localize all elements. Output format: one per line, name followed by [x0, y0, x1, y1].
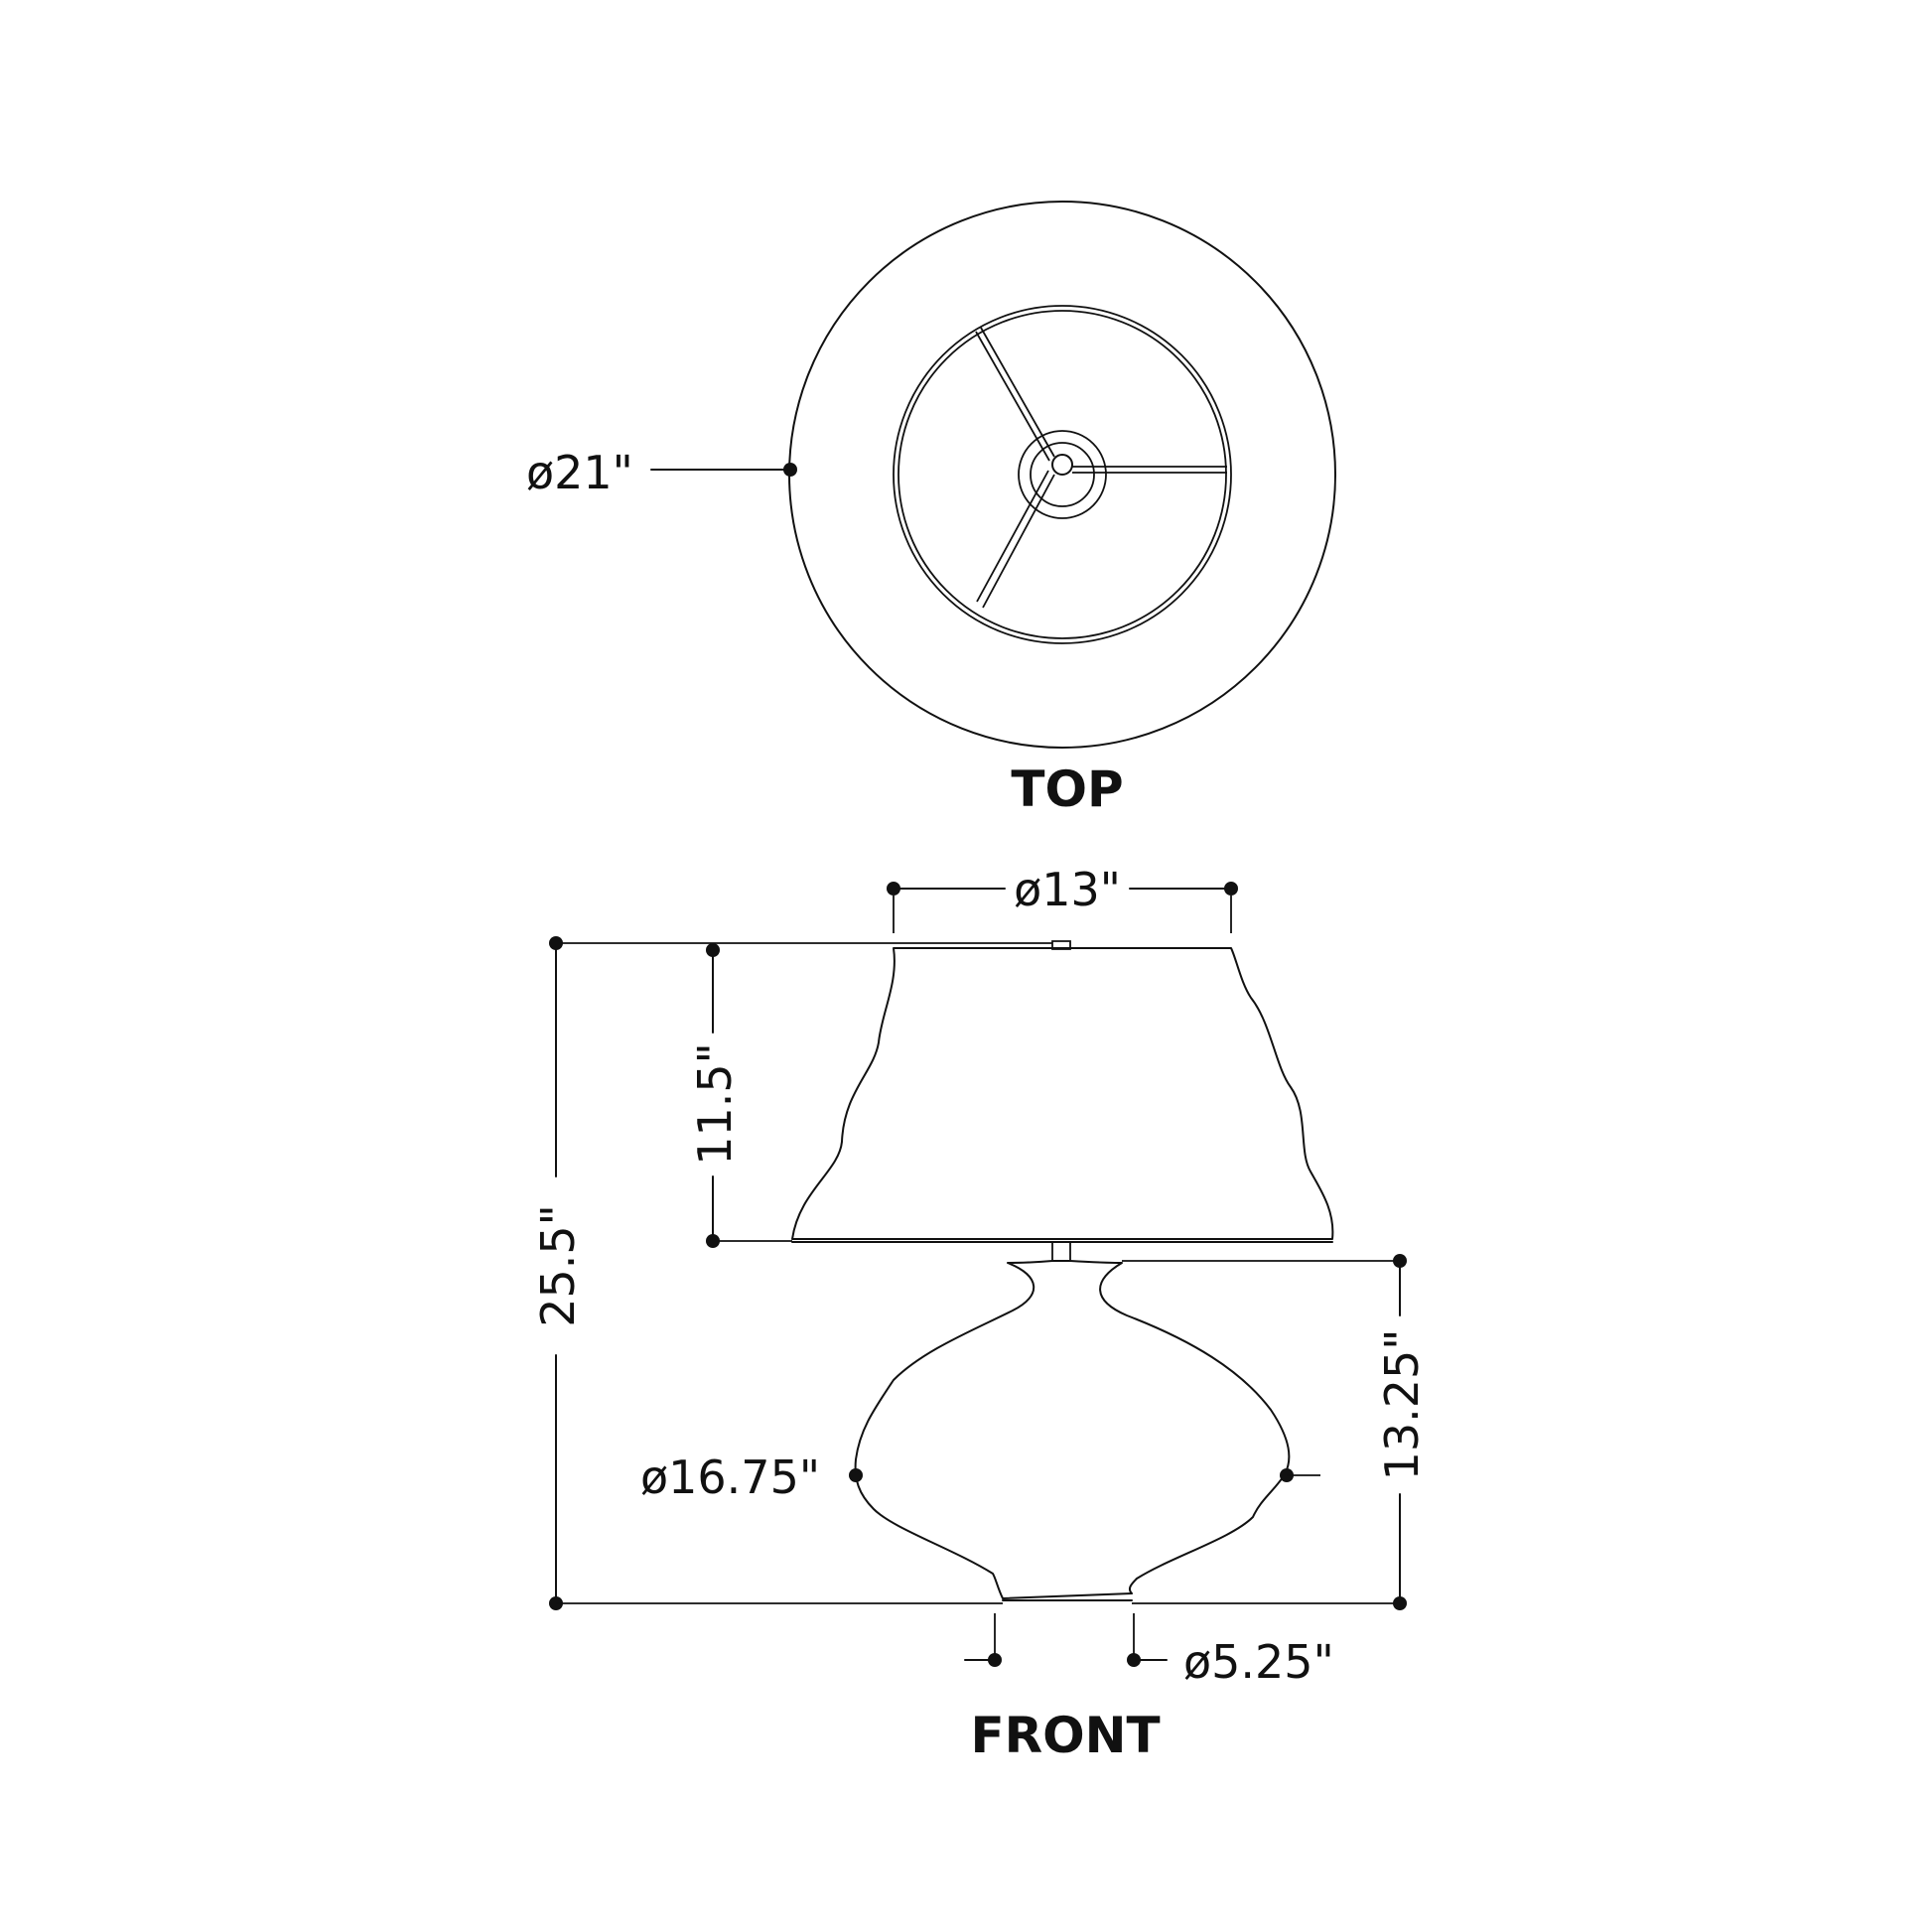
- foot-diameter-dot-right: [1127, 1653, 1141, 1667]
- top-view-label: TOP: [1011, 760, 1123, 818]
- top-view: ø21" TOP: [526, 201, 1336, 818]
- shade-height-dot-bottom: [706, 1234, 720, 1248]
- overall-height-label: 25.5": [531, 1204, 585, 1327]
- shade-inner-ring-inner: [897, 310, 1227, 639]
- spoke-lower-left: [976, 470, 1055, 609]
- base-height-dot-bottom: [1393, 1596, 1407, 1610]
- top-diameter-dot-right: [1224, 882, 1238, 896]
- harp-hub-finial: [1051, 454, 1073, 476]
- harp-hub-outer: [1018, 430, 1107, 519]
- foot-diameter-label: ø5.25": [1183, 1635, 1334, 1689]
- shade-top-diameter-label: ø13": [1014, 863, 1121, 916]
- shade-height-dot-top: [706, 943, 720, 957]
- top-diameter-dot-left: [887, 882, 900, 896]
- finial-cap: [1051, 940, 1071, 950]
- shade-diameter-dot: [783, 463, 797, 477]
- spoke-right: [1072, 466, 1227, 474]
- socket-stem: [1051, 1242, 1071, 1261]
- spoke-upper-left: [975, 327, 1055, 462]
- front-view-label: FRONT: [970, 1707, 1160, 1764]
- front-view: ø13" 25.5" 11.5" 13.25" ø16.75": [531, 863, 1429, 1764]
- base-height-label: 13.25": [1375, 1329, 1429, 1481]
- base-height-dot-top: [1393, 1254, 1407, 1268]
- harp-hub-mid: [1030, 442, 1095, 507]
- shade-height-label: 11.5": [688, 1042, 742, 1166]
- foot-diameter-dot-left: [988, 1653, 1002, 1667]
- base-diameter-dot-left: [849, 1468, 863, 1482]
- shade-inner-ring-outer: [893, 305, 1232, 644]
- ceramic-base: [854, 1260, 1291, 1599]
- base-max-diameter-label: ø16.75": [640, 1450, 820, 1504]
- overall-height-dot-top: [549, 936, 563, 950]
- shade-outer-diameter-label: ø21": [526, 446, 633, 499]
- lamp-shade: [791, 947, 1334, 1240]
